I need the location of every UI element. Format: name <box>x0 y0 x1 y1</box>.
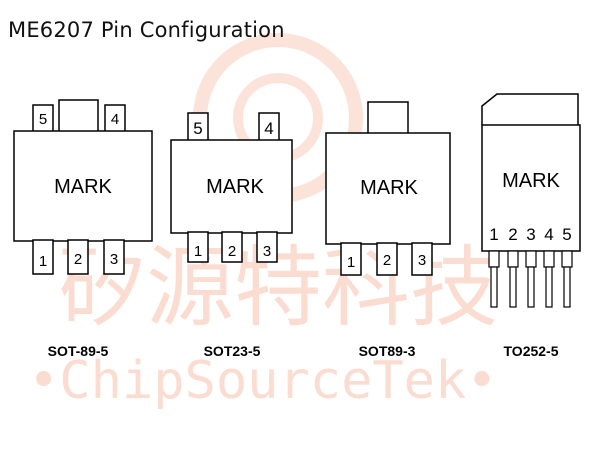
lead-5 <box>561 250 573 308</box>
bottom-pin-2 <box>67 239 89 275</box>
heat-tab <box>481 93 579 125</box>
pin-label-4: 4 <box>111 111 119 128</box>
pin-label-2: 2 <box>228 243 236 260</box>
package-caption: TO252-5 <box>504 343 559 359</box>
bottom-pin-1 <box>32 239 54 275</box>
pin-label-5: 5 <box>193 119 202 138</box>
pin-label-5: 5 <box>562 225 571 244</box>
package-body <box>13 130 153 242</box>
lead-4 <box>543 250 555 308</box>
lead-2 <box>507 250 519 308</box>
bottom-pin-2 <box>221 231 243 263</box>
package-body <box>481 124 581 252</box>
pin-label-4: 4 <box>264 119 273 138</box>
bottom-pin-3 <box>103 239 125 275</box>
bottom-pin-1 <box>187 231 209 263</box>
pin-label-3: 3 <box>418 252 426 269</box>
package-sot-89-5: 5 4 MARK 1 2 3 SOT-89-5 <box>13 99 153 359</box>
pin-label-1: 1 <box>347 254 355 271</box>
bottom-pin-1 <box>340 242 362 276</box>
pin-label-3: 3 <box>263 243 271 260</box>
mark-label: MARK <box>360 177 418 199</box>
top-tab <box>367 101 409 135</box>
top-tab <box>58 99 99 133</box>
pin-label-2: 2 <box>74 251 82 268</box>
watermark-english-text: •ChipSourceTek• <box>28 351 498 411</box>
page-title: ME6207 Pin Configuration <box>8 18 285 42</box>
pin-label-5: 5 <box>39 111 47 128</box>
pin-label-2: 2 <box>508 225 517 244</box>
lead-1 <box>488 250 500 308</box>
watermark: 矽源特科技 •ChipSourceTek• <box>28 33 498 411</box>
package-to252-5: MARK 1 2 3 4 5 TO252-5 <box>481 93 581 359</box>
package-caption: SOT-89-5 <box>48 343 109 359</box>
bottom-pin-3 <box>256 231 278 263</box>
pin-label-3: 3 <box>526 225 535 244</box>
lead-3 <box>525 250 537 308</box>
pin-label-4: 4 <box>544 225 553 244</box>
mark-label: MARK <box>206 176 264 198</box>
pin-label-3: 3 <box>110 251 118 268</box>
bottom-pin-3 <box>411 242 433 276</box>
package-caption: SOT89-3 <box>359 343 416 359</box>
mark-label: MARK <box>54 176 112 198</box>
mark-label: MARK <box>502 170 560 192</box>
package-sot23-5: 5 4 MARK 1 2 3 SOT23-5 <box>170 112 293 359</box>
pin-label-2: 2 <box>383 252 391 269</box>
pin-label-1: 1 <box>489 225 498 244</box>
pin-label-1: 1 <box>39 253 47 270</box>
package-body <box>170 139 293 234</box>
pin-label-1: 1 <box>194 243 202 260</box>
package-sot89-3: MARK 1 2 3 SOT89-3 <box>325 101 451 359</box>
package-caption: SOT23-5 <box>204 343 261 359</box>
bottom-pin-2 <box>376 242 398 276</box>
